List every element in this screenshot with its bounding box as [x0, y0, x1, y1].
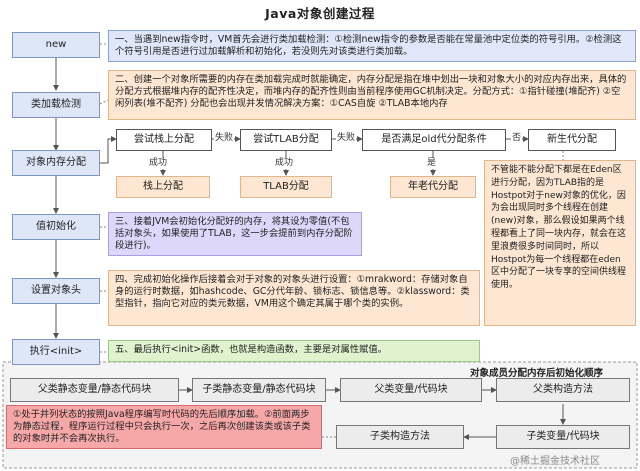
- stage-zero-init: 值初始化: [12, 214, 100, 240]
- label-fail-2: 失败: [336, 133, 357, 144]
- box-stack-alloc: 栈上分配: [116, 176, 210, 198]
- label-success-1: 成功: [148, 158, 169, 169]
- box-child-static: 子类静态变量/静态代码块: [192, 378, 326, 402]
- box-child-ctor: 子类构造方法: [336, 425, 464, 449]
- note-class-load: 二、创建一个对象所需要的内存在类加载完成时就能确定，内存分配是指在堆中划出一块和…: [108, 70, 636, 120]
- link-load-note: [99, 99, 109, 105]
- stage-set-header: 设置对象头: [12, 278, 100, 304]
- box-check-old: 是否满足old代分配条件: [362, 129, 506, 151]
- box-try-stack: 尝试栈上分配: [116, 129, 212, 151]
- arrow-mem-to-trystack: [100, 136, 117, 164]
- note-exec-init: 五、最后执行<init>函数，也就是构造函数，主要是对属性赋值。: [108, 340, 480, 362]
- init-order-title: 对象成员分配内存后初始化顺序: [470, 368, 604, 379]
- box-young-gen: 新生代分配: [528, 129, 616, 151]
- box-child-var: 子类变量/代码块: [496, 425, 630, 449]
- note-init-order: ①处于并列状态的按照Java程序编写时代码的先后顺序加载。②前面两步为静态过程，…: [6, 405, 322, 449]
- box-parent-var: 父类变量/代码块: [340, 378, 482, 402]
- diagram-title: Java对象创建过程: [265, 6, 375, 21]
- box-tlab-alloc: TLAB分配: [240, 176, 332, 198]
- box-old-gen: 年老代分配: [390, 176, 476, 198]
- note-new: 一、当遇到new指令时，VM首先会进行类加载检测：①检测new指令的参数是否能在…: [108, 30, 636, 62]
- box-try-tlab: 尝试TLAB分配: [240, 129, 332, 151]
- note-zero-init: 三、接着JVM会初始化分配好的内存，将其设为零值(不包括对象头，如果使用了TLA…: [108, 212, 362, 256]
- label-success-2: 成功: [274, 158, 295, 169]
- note-eden: 不管能不能分配下都是在Eden区进行分配，因为TLAB指的是Hostpot对于n…: [484, 160, 636, 326]
- watermark: @稀土掘金技术社区: [510, 456, 600, 467]
- box-parent-static: 父类静态变量/静态代码块: [10, 378, 179, 402]
- stage-exec-init: 执行<init>: [12, 339, 100, 365]
- stage-class-load-check: 类加载检测: [12, 92, 100, 118]
- label-fail-1: 失败: [214, 133, 235, 144]
- box-parent-ctor: 父类构造方法: [496, 378, 630, 402]
- note-set-header: 四、完成初始化操作后接着会对于对象的对象头进行设置：①mrakword：存储对象…: [108, 270, 480, 326]
- label-no: 否: [511, 133, 523, 144]
- stage-new: new: [12, 32, 100, 58]
- stage-memory-alloc: 对象内存分配: [12, 150, 100, 176]
- label-yes: 是: [426, 158, 438, 169]
